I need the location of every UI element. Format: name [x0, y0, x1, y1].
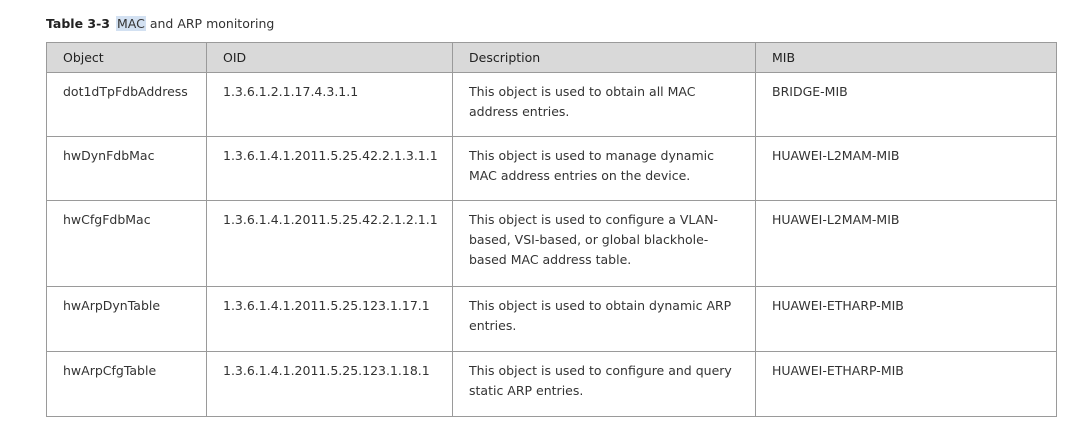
oid-cell: 1.3.6.1.4.1.2011.5.25.123.1.17.1 [206, 286, 453, 352]
mib-cell: HUAWEI-L2MAM-MIB [755, 200, 1057, 287]
object-cell: hwCfgFdbMac [46, 200, 207, 287]
column-header-object: Object [46, 42, 207, 73]
table-number: Table 3-3 [46, 16, 110, 31]
object-cell: hwArpDynTable [46, 286, 207, 352]
table-row: hwCfgFdbMac 1.3.6.1.4.1.2011.5.25.42.2.1… [46, 200, 1057, 287]
table-row: hwArpCfgTable 1.3.6.1.4.1.2011.5.25.123.… [46, 351, 1057, 417]
object-cell: hwArpCfgTable [46, 351, 207, 417]
column-header-description: Description [452, 42, 756, 73]
description-cell: This object is used to manage dynamic MA… [452, 136, 756, 201]
oid-cell: 1.3.6.1.4.1.2011.5.25.42.2.1.2.1.1 [206, 200, 453, 287]
description-cell: This object is used to configure a VLAN-… [452, 200, 756, 287]
highlighted-text[interactable]: MAC [116, 16, 146, 31]
oid-cell: 1.3.6.1.4.1.2011.5.25.42.2.1.3.1.1 [206, 136, 453, 201]
oid-cell: 1.3.6.1.4.1.2011.5.25.123.1.18.1 [206, 351, 453, 417]
mib-cell: HUAWEI-L2MAM-MIB [755, 136, 1057, 201]
mac-arp-monitoring-table: Object OID Description MIB dot1dTpFdbAdd… [46, 42, 1057, 417]
mib-cell: HUAWEI-ETHARP-MIB [755, 286, 1057, 352]
mib-cell: HUAWEI-ETHARP-MIB [755, 351, 1057, 417]
object-cell: dot1dTpFdbAddress [46, 72, 207, 137]
oid-cell: 1.3.6.1.2.1.17.4.3.1.1 [206, 72, 453, 137]
table-title: and ARP monitoring [145, 16, 275, 31]
header-row: Object OID Description MIB [46, 42, 1057, 73]
mib-cell: BRIDGE-MIB [755, 72, 1057, 137]
description-cell: This object is used to obtain dynamic AR… [452, 286, 756, 352]
table-row: hwDynFdbMac 1.3.6.1.4.1.2011.5.25.42.2.1… [46, 136, 1057, 201]
object-cell: hwDynFdbMac [46, 136, 207, 201]
table-row: dot1dTpFdbAddress 1.3.6.1.2.1.17.4.3.1.1… [46, 72, 1057, 137]
description-cell: This object is used to configure and que… [452, 351, 756, 417]
table-caption: Table 3-3 MAC and ARP monitoring [46, 16, 274, 32]
table-row: hwArpDynTable 1.3.6.1.4.1.2011.5.25.123.… [46, 286, 1057, 352]
column-header-mib: MIB [755, 42, 1057, 73]
column-header-oid: OID [206, 42, 453, 73]
description-cell: This object is used to obtain all MAC ad… [452, 72, 756, 137]
